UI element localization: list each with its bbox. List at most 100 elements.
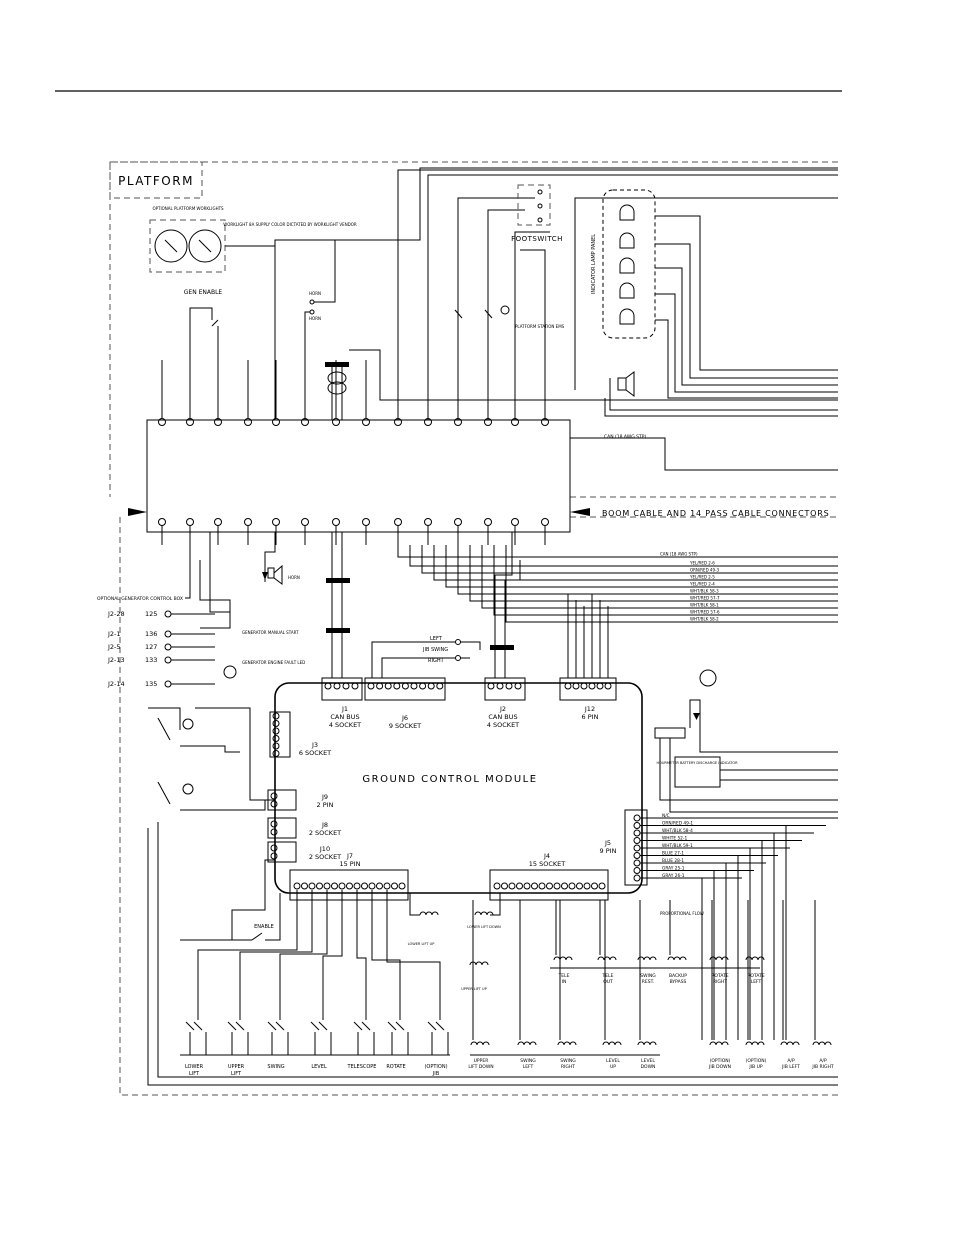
gen-enable-label: GEN ENABLE (184, 289, 223, 296)
bus-wire (397, 545, 838, 558)
connector-label: J3 (311, 741, 318, 749)
plate-pin-top (244, 418, 252, 426)
generator-pin-ref: J2-14 (107, 680, 125, 688)
connector-label: J4 (543, 852, 550, 860)
plate-pin-bottom (158, 518, 166, 526)
connector-j12-body (559, 677, 617, 701)
control-switch (435, 1021, 445, 1031)
control-label: LEVEL (311, 1064, 327, 1070)
valve-coil (517, 1041, 537, 1046)
connector-label: 9 PIN (600, 847, 617, 855)
platform-title: PLATFORM (118, 174, 194, 188)
control-switch-base (314, 1032, 332, 1056)
connector-j6-pin (401, 682, 409, 690)
valve-label: JIB RIGHT (811, 1064, 833, 1070)
valve-coil (780, 1041, 800, 1046)
lower-lift-wire (490, 893, 501, 916)
valve-label: LEFT (523, 1064, 534, 1070)
can-pair-j2 (490, 532, 521, 678)
plate-pin-bottom (214, 518, 222, 526)
plate-pin-bottom (484, 518, 492, 526)
connector-label: J9 (321, 793, 328, 801)
mid-valve-label: IN (562, 979, 567, 985)
connector-j5-wire-label: N/C (662, 813, 670, 819)
mid-valve-label: TELE (602, 973, 614, 979)
upper-lift-up-label: UPPER LIFT UP (461, 987, 486, 991)
connector-j12-pin (596, 682, 604, 690)
connector-label: J1 (341, 705, 348, 713)
control-switch-base (357, 1032, 375, 1056)
ground-enable-label: ENABLE (254, 924, 274, 930)
left-return-wires (147, 560, 838, 1086)
plate-pin-top (158, 418, 166, 426)
alarm-group (604, 371, 838, 417)
connector-j7-pin (293, 882, 301, 890)
control-wire (239, 890, 313, 1020)
generator-manual-start-label: GENERATOR MANUAL START (242, 630, 299, 635)
connector-j7-pin (391, 882, 398, 890)
mid-valve-label: REST. (642, 979, 654, 985)
connector-j12-pin (604, 682, 612, 690)
mid-valve-label: BYPASS (670, 979, 687, 985)
connector-label: CAN BUS (330, 713, 359, 721)
control-label: SWING (267, 1064, 284, 1070)
plate-pin-top (424, 418, 432, 426)
connector-j5-pin (633, 837, 641, 844)
connector-j4-pin (598, 882, 606, 890)
connector-j4-pin (508, 882, 516, 890)
mid-valve-label: LEFT (751, 979, 762, 985)
mid-valve-coil (667, 956, 687, 961)
connector-label: 4 SOCKET (329, 721, 361, 729)
connector-j6-pin (436, 682, 444, 690)
connector-j5-pin (633, 822, 641, 829)
control-switch (275, 1021, 285, 1031)
control-switch (318, 1021, 328, 1031)
connector-small-pin (270, 820, 278, 828)
generator-pin (164, 643, 172, 651)
mid-valve-coil (637, 956, 657, 961)
control-switch (193, 1021, 203, 1031)
valve-label: JIB DOWN (708, 1064, 731, 1070)
connector-j3-pin (272, 735, 280, 742)
connector-j5-pin (633, 867, 641, 874)
connector-label: 9 SOCKET (389, 722, 421, 730)
ground-control-module (274, 682, 643, 894)
connector-label: 6 SOCKET (299, 749, 331, 757)
horn-group: HORN HORN (304, 240, 336, 420)
connector-j2-body (484, 677, 526, 701)
generator-box-label: OPTIONAL GENERATOR CONTROL BOX (97, 596, 183, 602)
control-switch (185, 1021, 195, 1031)
connector-j1-pin (351, 682, 359, 690)
plate-pin-bottom (541, 518, 549, 526)
horn-label-bottom: HORN (309, 316, 321, 321)
connector-label: J10 (319, 845, 330, 853)
connector-plate-pins-top (158, 360, 549, 426)
control-switch (353, 1021, 363, 1031)
connector-label: J6 (401, 714, 408, 722)
worklights-group: OPTIONAL PLATFORM WORKLIGHTS WORKLIGHT 8… (149, 206, 357, 273)
mid-valve-label: RIGHT (713, 979, 727, 985)
connector-j5-wire-label: ORN/RED 49-1 (662, 821, 693, 827)
connector-j5-pin (633, 829, 641, 837)
connector-j4-pin (523, 882, 531, 890)
bus-wire (457, 545, 838, 595)
connector-j7-pin (361, 882, 368, 890)
valve-label: A/P (787, 1058, 795, 1064)
boom-cable-label: BOOM CABLE AND 14 PASS CABLE CONNECTORS (602, 509, 829, 518)
control-switch-base (231, 1032, 249, 1056)
connector-label: CAN BUS (488, 713, 517, 721)
connector-j7-pin (323, 882, 331, 890)
plate-pin-top (214, 418, 222, 426)
can-pair-mid (326, 532, 350, 678)
valve-label: UP (610, 1064, 616, 1070)
connector-j1-pin (342, 682, 350, 690)
connector-j7-pin (346, 882, 353, 890)
connector-j12-pin (580, 682, 588, 690)
control-switch (267, 1021, 277, 1031)
connector-small-body (267, 817, 297, 839)
connector-j6-pin (419, 682, 427, 690)
lower-lift-down-label: LOWER LIFT DOWN (467, 925, 501, 929)
bus-wire-label: YEL/RED 2-6 (689, 561, 715, 566)
